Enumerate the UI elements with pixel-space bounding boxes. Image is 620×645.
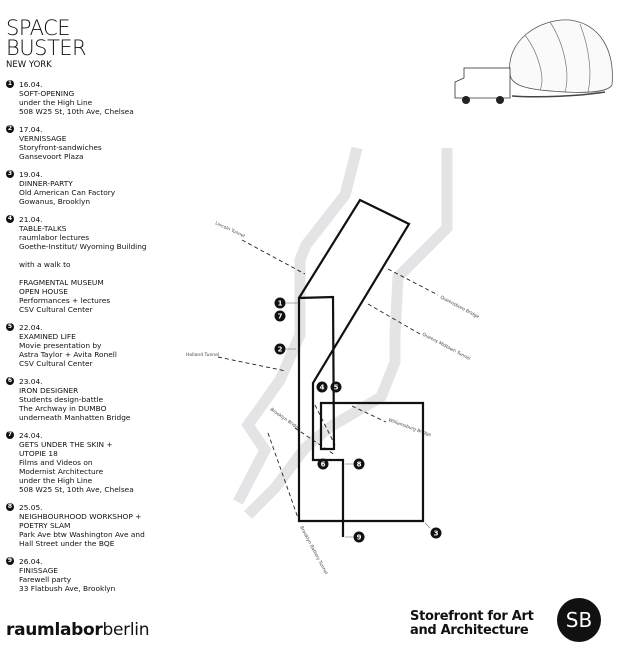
map-marker-label: 4 bbox=[320, 384, 325, 392]
east-river bbox=[244, 148, 453, 519]
event-text: 21.04. TABLE-TALKS raumlabor lectures Go… bbox=[19, 215, 147, 314]
label-queensboro: Queensboro Bridge bbox=[439, 294, 480, 320]
map-marker-7 bbox=[274, 310, 286, 322]
event-item: 8 25.05. NEIGHBOURHOOD WORKSHOP + POETRY … bbox=[6, 503, 196, 548]
logo-part-2: berlin bbox=[102, 620, 150, 640]
map-marker-2 bbox=[274, 343, 286, 355]
storefront-logo: Storefront for Art and Architecture bbox=[410, 609, 534, 638]
event-text: 24.04. GETS UNDER THE SKIN + UTOPIE 18 F… bbox=[19, 431, 134, 494]
event-item: 6 23.04. IRON DESIGNER Students design-ba… bbox=[6, 377, 196, 422]
label-lincoln: Lincoln Tunnel bbox=[214, 220, 246, 239]
map-marker-label: 9 bbox=[357, 534, 362, 542]
event-number-badge: 4 bbox=[6, 215, 14, 223]
event-number-badge: 6 bbox=[6, 377, 14, 385]
title-line1: SPACE bbox=[6, 16, 71, 40]
map-marker-label: 5 bbox=[334, 384, 339, 392]
route bbox=[297, 198, 425, 537]
event-number-badge: 9 bbox=[6, 557, 14, 565]
event-number-badge: 7 bbox=[6, 431, 14, 439]
event-item: 1 16.04. SOFT-OPENING under the High Line… bbox=[6, 80, 196, 116]
crossings bbox=[217, 239, 439, 519]
logo-part-1: raumlabor bbox=[6, 620, 103, 640]
event-text: 16.04. SOFT-OPENING under the High Line … bbox=[19, 80, 134, 116]
map-marker-label: 2 bbox=[278, 346, 283, 354]
event-item: 4 21.04. TABLE-TALKS raumlabor lectures G… bbox=[6, 215, 196, 314]
event-item: 5 22.04. EXAMINED LIFE Movie presentation… bbox=[6, 323, 196, 368]
event-item: 7 24.04. GETS UNDER THE SKIN + UTOPIE 18 … bbox=[6, 431, 196, 494]
event-number-badge: 1 bbox=[6, 80, 14, 88]
map-marker-9 bbox=[353, 531, 365, 543]
event-text: 23.04. IRON DESIGNER Students design-bat… bbox=[19, 377, 131, 422]
map-marker-label: 1 bbox=[278, 300, 283, 308]
map-marker-4 bbox=[316, 381, 328, 393]
event-number-badge: 8 bbox=[6, 503, 14, 511]
space-buster-truck-icon bbox=[454, 19, 613, 104]
map-marker-8 bbox=[353, 458, 365, 470]
label-holland: Holland Tunnel bbox=[186, 352, 219, 358]
event-number-badge: 3 bbox=[6, 170, 14, 178]
map-marker-5 bbox=[330, 381, 342, 393]
label-battery: Brooklyn Battery Tunnel bbox=[298, 525, 329, 575]
map-marker-6 bbox=[317, 458, 329, 470]
map-marker-1 bbox=[274, 297, 286, 309]
event-item: 2 17.04. VERNISSAGE Storyfront-sandwiches… bbox=[6, 125, 196, 161]
event-item: 9 26.04. FINISSAGE Farewell party 33 Flat… bbox=[6, 557, 196, 593]
label-williamsburg: Williamsburg Bridge bbox=[387, 417, 432, 438]
map-marker-3 bbox=[430, 527, 442, 539]
event-list: 1 16.04. SOFT-OPENING under the High Line… bbox=[6, 80, 196, 602]
event-text: 22.04. EXAMINED LIFE Movie presentation … bbox=[19, 323, 117, 368]
map-marker-label: 7 bbox=[278, 313, 283, 321]
event-text: 25.05. NEIGHBOURHOOD WORKSHOP + POETRY S… bbox=[19, 503, 145, 548]
sb-logo: SB bbox=[557, 598, 601, 642]
event-text: 17.04. VERNISSAGE Storyfront-sandwiches … bbox=[19, 125, 102, 161]
event-item: 3 19.04. DINNER-PARTY Old American Can Fa… bbox=[6, 170, 196, 206]
event-text: 26.04. FINISSAGE Farewell party 33 Flatb… bbox=[19, 557, 116, 593]
title-line2: BUSTER bbox=[6, 36, 87, 60]
label-midtown: Queens Midtown Tunnel bbox=[421, 331, 471, 361]
event-text: 19.04. DINNER-PARTY Old American Can Fac… bbox=[19, 170, 116, 206]
label-brooklyn: Brooklyn Bridge bbox=[269, 407, 302, 433]
event-number-badge: 5 bbox=[6, 323, 14, 331]
map-marker-label: 8 bbox=[357, 461, 362, 469]
map-marker-label: 3 bbox=[434, 530, 439, 538]
event-number-badge: 2 bbox=[6, 125, 14, 133]
map-marker-label: 6 bbox=[321, 461, 326, 469]
markers: 1 7 2 4 5 6 8 9 3 bbox=[274, 297, 442, 543]
raumlabor-logo: raumlaborberlin bbox=[6, 620, 149, 640]
subtitle: NEW YORK bbox=[6, 60, 52, 70]
